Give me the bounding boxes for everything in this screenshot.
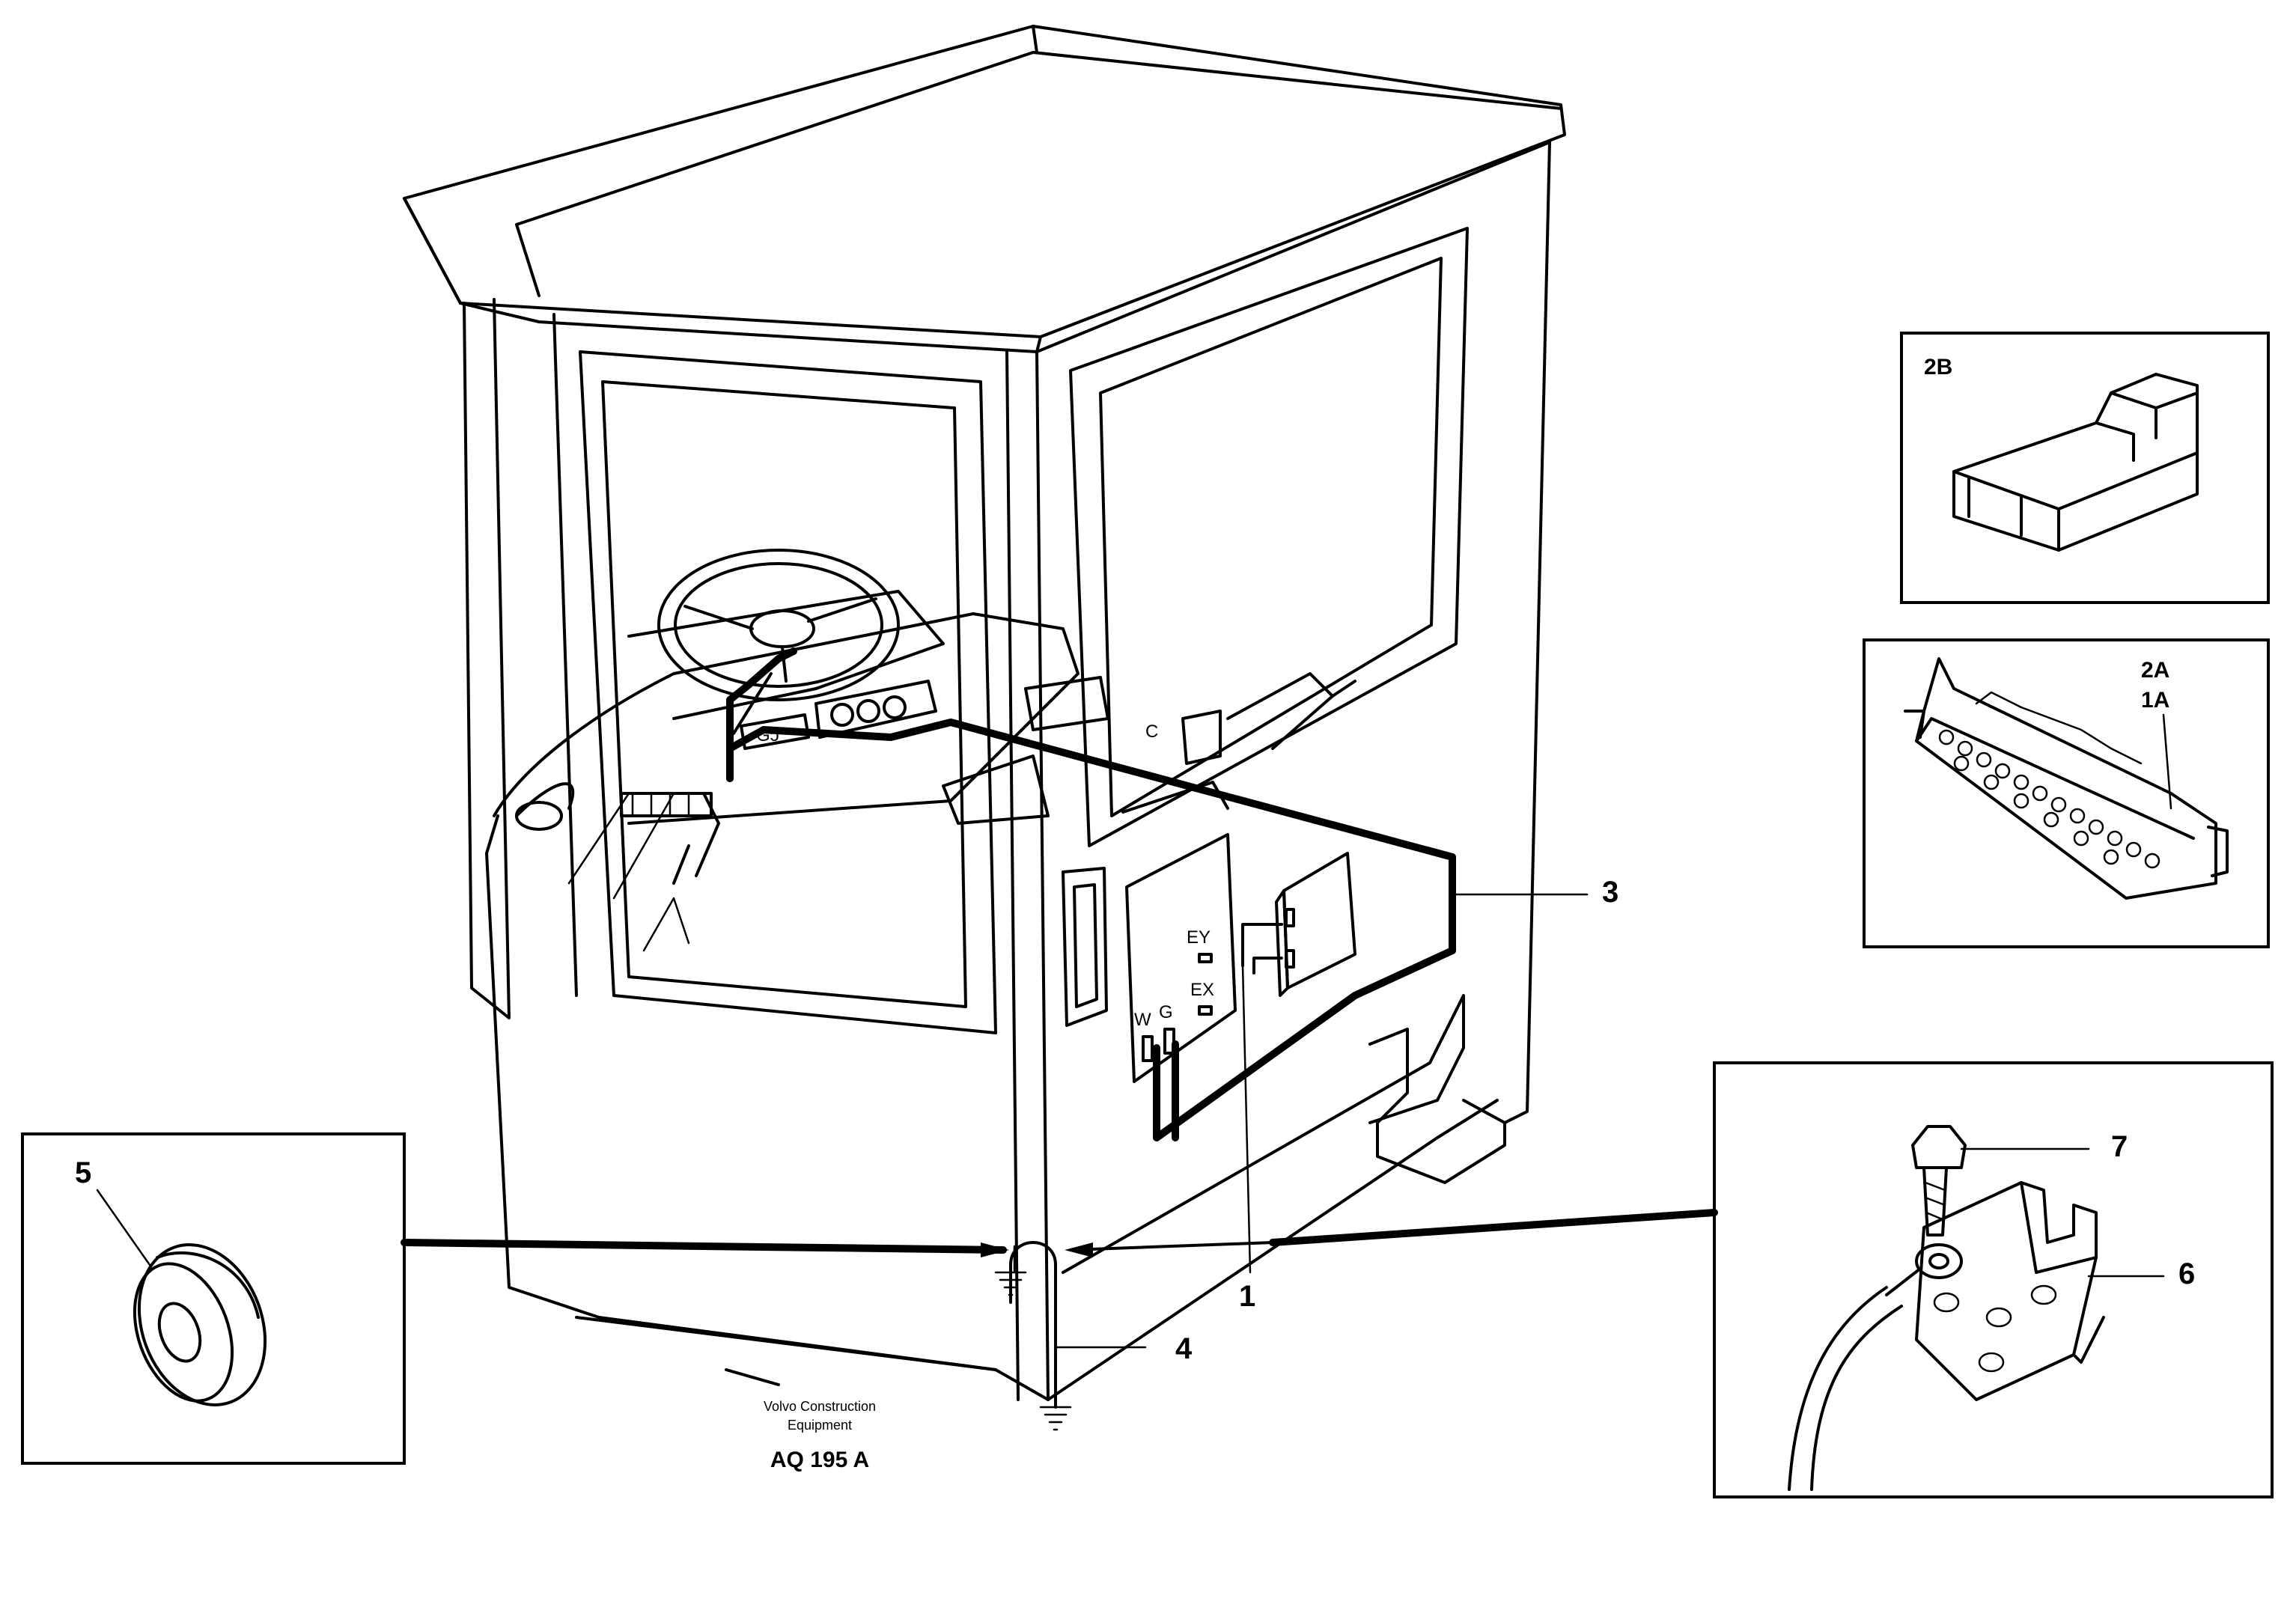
footer-line-1: Volvo Construction [764,1399,876,1414]
detail-box-2b: 2B [1900,332,2270,604]
cab-illustration: Gɔ C [403,25,1566,1401]
callout-5: 5 [75,1156,91,1189]
callout-3: 3 [1602,876,1619,909]
terminal-ex-label: EX [1190,980,1214,1000]
callout-7: 7 [2111,1130,2128,1163]
detail-box-ground-point: 7 6 [1713,1061,2274,1498]
callout-1a: 1A [2141,688,2169,713]
detail-box-2a-1a: 2A 1A [1863,638,2270,948]
svg-text:C: C [1145,722,1158,742]
terminal-w-label: W [1134,1010,1151,1030]
footer-code: AQ 195 A [770,1448,869,1472]
callout-1: 1 [1239,1280,1255,1313]
callout-4: 4 [1175,1332,1193,1365]
connector-cavities [1938,729,2161,869]
terminal-g-label: G [1159,1002,1173,1022]
callout-6: 6 [2178,1257,2195,1290]
footer-line-2: Equipment [788,1418,852,1433]
terminal-ey-label: EY [1187,927,1211,948]
callout-2a: 2A [2141,658,2169,683]
detail-box-grommet: 5 [21,1132,406,1465]
wiring-harness: EY EX W G [726,647,1456,1431]
callout-2b: 2B [1924,355,1952,379]
leader-lines [401,893,1718,1349]
